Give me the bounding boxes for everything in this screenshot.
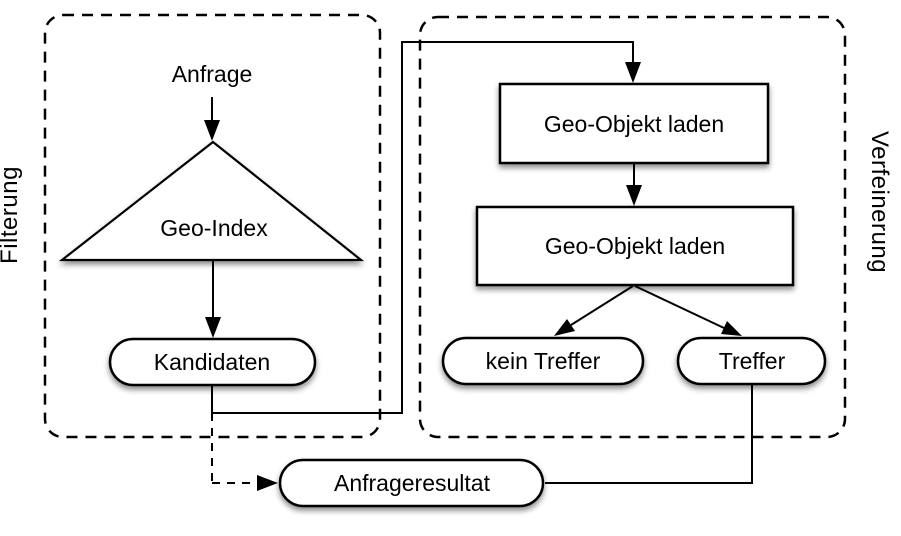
verfeinerung-label: Verfeinerung: [866, 131, 893, 273]
kein-treffer-node: [441, 336, 645, 386]
geoindex-to-kandidaten-arrow: [205, 261, 221, 338]
laden2-to-treffer-line: [634, 285, 725, 329]
anfrage-to-geoindex-arrow: [204, 97, 220, 141]
treffer-to-anfrageresultat-connector: [545, 384, 753, 484]
anfrageresultat-node: [278, 458, 545, 508]
laden1-entry-arrowhead: [625, 62, 641, 83]
laden2-to-keintreffer-line: [570, 285, 634, 326]
kein-treffer-label: kein Treffer: [486, 348, 601, 374]
verfeinerung-group-box: [418, 15, 847, 439]
anfrageresultat-label: Anfrageresultat: [334, 470, 491, 496]
filterung-label: Filterung: [0, 166, 23, 264]
kandidaten-node: [108, 337, 317, 387]
laden1-to-laden2-arrowhead: [626, 185, 642, 206]
anfrage-to-geoindex-arrowhead: [204, 120, 220, 141]
geo-objekt-laden-box-1: [498, 82, 770, 165]
laden1-to-laden2-arrow: [626, 163, 642, 206]
laden2-to-keintreffer-arrowhead: [554, 319, 575, 336]
treffer-label: Treffer: [719, 348, 786, 374]
laden2-to-treffer-arrow: [634, 285, 742, 336]
treffer-node: [676, 336, 827, 386]
kandidaten-to-laden1-connector: [211, 41, 641, 414]
geoindex-to-kandidaten-arrowhead: [205, 317, 221, 338]
geo-objekt-laden-box-2: [475, 205, 795, 287]
geo-objekt-laden-label-2: Geo-Objekt laden: [545, 233, 725, 259]
filterung-group-box: [43, 13, 382, 439]
geo-index-label: Geo-Index: [160, 215, 268, 241]
kandidaten-to-laden1-polyline: [211, 41, 634, 414]
geo-index-triangle: [58, 140, 365, 262]
kandidaten-to-anfrageresultat-dashed-arrow: [211, 413, 278, 491]
anfrageresultat-entry-arrowhead: [257, 475, 278, 491]
laden2-to-treffer-arrowhead: [721, 321, 742, 336]
laden2-to-keintreffer-arrow: [554, 285, 634, 336]
geo-objekt-laden-label-1: Geo-Objekt laden: [544, 111, 724, 137]
kandidaten-label: Kandidaten: [154, 349, 270, 375]
anfrage-label: Anfrage: [172, 61, 253, 87]
